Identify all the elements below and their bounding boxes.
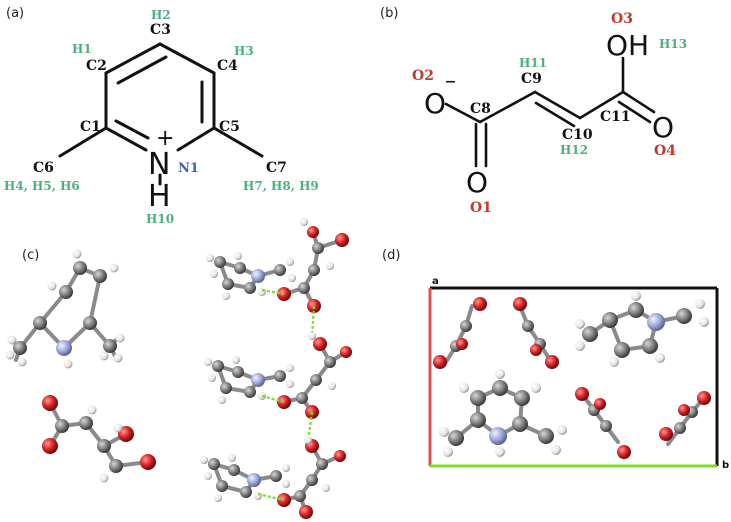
bond-c3-c2-double	[116, 55, 168, 85]
o3h-symbol: OH	[606, 29, 649, 62]
o1-symbol: O	[466, 166, 488, 199]
bond-c9-c10-double	[534, 101, 576, 128]
label-h13: H13	[659, 37, 687, 51]
bond-o2-c8	[444, 102, 482, 124]
label-h10: H10	[146, 212, 174, 226]
cell-cation-1	[575, 291, 709, 367]
bond-c9-c10	[533, 90, 582, 120]
o4-symbol: O	[652, 111, 674, 144]
cell-anion-1	[433, 297, 487, 369]
panel-label-d: (d)	[382, 248, 400, 263]
cell-anion-2	[513, 297, 559, 369]
cell-cation-2	[439, 369, 567, 457]
panel-label-b: (b)	[380, 6, 398, 21]
label-c3: C3	[150, 22, 171, 38]
bond-c1-n1-double	[114, 119, 150, 140]
bond-c5-n1	[176, 126, 216, 152]
axis-label-a: a	[432, 276, 439, 287]
o2-symbol: O	[424, 87, 446, 120]
label-c10: C10	[562, 127, 593, 143]
hydrogen-bonded-chain	[200, 218, 352, 519]
hbond-1	[261, 288, 285, 296]
label-c6: C6	[33, 160, 54, 176]
cell-anion-4	[659, 391, 711, 446]
label-o4: O4	[654, 143, 676, 159]
label-c7: C7	[266, 160, 287, 176]
bond-c11-o4	[621, 90, 656, 114]
label-c2: C2	[86, 58, 107, 74]
cation-model	[5, 249, 125, 369]
hbond-3	[261, 394, 285, 404]
bond-c3-c4	[158, 42, 216, 75]
cation-charge: +	[156, 126, 174, 151]
label-h2: H2	[151, 8, 171, 22]
h10-symbol: H	[148, 179, 171, 214]
label-h11: H11	[519, 56, 547, 70]
label-c9: C9	[521, 71, 542, 87]
label-h12: H12	[560, 143, 588, 157]
bond-c11-o4-double	[617, 100, 652, 124]
anion-structure: O – O OH O C8 C9 C10 C11 H11 H12 H13 O2 …	[412, 11, 687, 216]
bond-c5-c7	[212, 126, 264, 158]
n1-symbol: N	[148, 147, 170, 182]
label-h7-h8-h9: H7, H8, H9	[243, 179, 319, 193]
bond-c10-c11	[578, 90, 625, 120]
bond-c8-c9	[478, 90, 537, 124]
unit-cell-view: a b	[428, 276, 729, 471]
nitrogen-atom	[56, 340, 72, 356]
bond-c1-n1	[104, 126, 148, 152]
panel-label-a: (a)	[6, 6, 24, 21]
label-o1: O1	[470, 200, 492, 216]
label-h1: H1	[72, 42, 92, 56]
label-h4-h5-h6: H4, H5, H6	[4, 179, 80, 193]
label-h3: H3	[234, 44, 254, 58]
label-c4: C4	[217, 58, 238, 74]
label-n1: N1	[178, 161, 199, 176]
bond-c3-c2	[104, 42, 162, 75]
hbond-2	[310, 305, 316, 337]
cell-anion-3	[575, 387, 631, 459]
ball-stick-view	[5, 218, 352, 519]
label-c8: C8	[470, 101, 491, 117]
bond-c1-c6	[58, 126, 108, 158]
label-c1: C1	[80, 119, 101, 135]
label-c5: C5	[219, 119, 240, 135]
label-o3: O3	[611, 11, 633, 27]
axis-label-b: b	[722, 460, 729, 471]
panel-label-c: (c)	[22, 248, 39, 263]
label-c11: C11	[600, 109, 631, 125]
anion-charge: –	[445, 69, 456, 94]
cation-structure: N + H C3 C2 C4 C1 C5 C6 C7 H2 H1 H3 H4, …	[4, 8, 319, 226]
label-o2: O2	[412, 68, 434, 84]
anion-model	[42, 395, 156, 483]
hbond-5	[257, 492, 285, 502]
